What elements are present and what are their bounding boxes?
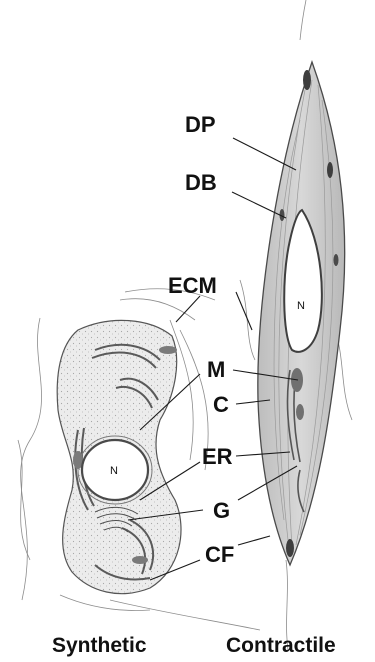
synthetic-mitochondrion <box>159 346 177 354</box>
synthetic-mitochondrion <box>132 556 148 564</box>
contractile-nucleus-label: N <box>297 300 305 312</box>
dense-plaque <box>303 70 311 90</box>
label-c: C <box>213 392 229 417</box>
label-er: ER <box>202 444 233 469</box>
synthetic-nucleus-label: N <box>110 465 118 477</box>
dense-plaque <box>286 539 294 557</box>
synthetic-cell: N <box>57 320 181 593</box>
dense-body <box>334 254 339 266</box>
label-dp: DP <box>185 112 216 137</box>
caption-contractile: Contractile <box>226 634 336 657</box>
structure-labels: DP DB ECM M C ER G CF <box>168 112 234 567</box>
contractile-cell: N <box>258 62 345 565</box>
leader-cf <box>238 536 270 545</box>
label-cf: CF <box>205 542 234 567</box>
dense-plaque <box>327 162 333 178</box>
label-db: DB <box>185 170 217 195</box>
label-ecm: ECM <box>168 273 217 298</box>
caption-synthetic: Synthetic <box>52 634 147 657</box>
contractile-mitochondrion <box>296 404 304 420</box>
label-m: M <box>207 357 225 382</box>
label-g: G <box>213 498 230 523</box>
leader-ecm-left <box>176 296 200 322</box>
